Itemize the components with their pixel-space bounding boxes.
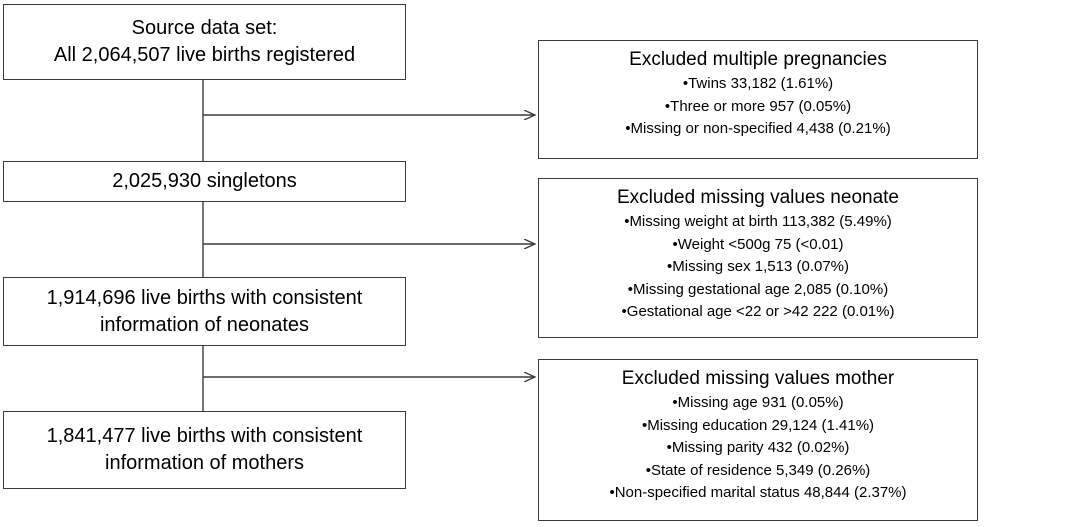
excluded-missing-neonate-box: Excluded missing values neonate •Missing… [538, 178, 978, 338]
exclusion-item: •Missing education 29,124 (1.41%) [641, 416, 875, 434]
singletons-box: 2,025,930 singletons [3, 161, 406, 202]
exclusion-item: •Gestational age <22 or >42 222 (0.01%) [621, 303, 895, 320]
mothers-line-2: information of mothers [105, 452, 304, 474]
exclusion-item: •Three or more 957 (0.05%) [664, 97, 852, 115]
exclusion-item: •Missing sex 1,513 (0.07%) [667, 258, 849, 275]
source-data-box: Source data set: All 2,064,507 live birt… [3, 4, 406, 80]
neonates-line-2: information of neonates [99, 313, 310, 336]
exclusion-item: •State of residence 5,349 (0.26%) [645, 461, 871, 479]
excluded-missing-mother-title: Excluded missing values mother [621, 368, 895, 389]
exclusion-item: •Non-specified marital status 48,844 (2.… [609, 484, 907, 501]
mothers-box: 1,841,477 live births with consistent in… [3, 411, 406, 489]
neonates-box: 1,914,696 live births with consistent in… [3, 277, 406, 346]
exclusion-item: •Missing gestational age 2,085 (0.10%) [627, 280, 889, 298]
excluded-multiple-pregnancies-box: Excluded multiple pregnancies •Twins 33,… [538, 40, 978, 159]
exclusion-item: •Missing parity 432 (0.02%) [666, 439, 850, 456]
excluded-missing-mother-box: Excluded missing values mother •Missing … [538, 359, 978, 521]
exclusion-item: •Weight <500g 75 (<0.01) [672, 235, 844, 253]
source-data-label: Source data set: [131, 17, 278, 39]
exclusion-item: •Twins 33,182 (1.61%) [682, 75, 834, 92]
source-data-count: All 2,064,507 live births registered [53, 44, 356, 66]
exclusion-item: •Missing or non-specified 4,438 (0.21%) [625, 120, 891, 137]
mothers-line-1: 1,841,477 live births with consistent [46, 425, 363, 447]
exclusion-item: •Missing age 931 (0.05%) [672, 394, 844, 411]
exclusion-item: •Missing weight at birth 113,382 (5.49%) [624, 213, 892, 230]
excluded-multiple-pregnancies-title: Excluded multiple pregnancies [629, 49, 887, 70]
singletons-label: 2,025,930 singletons [112, 170, 297, 192]
neonates-line-1: 1,914,696 live births with consistent [46, 286, 363, 309]
excluded-missing-neonate-title: Excluded missing values neonate [616, 187, 899, 208]
